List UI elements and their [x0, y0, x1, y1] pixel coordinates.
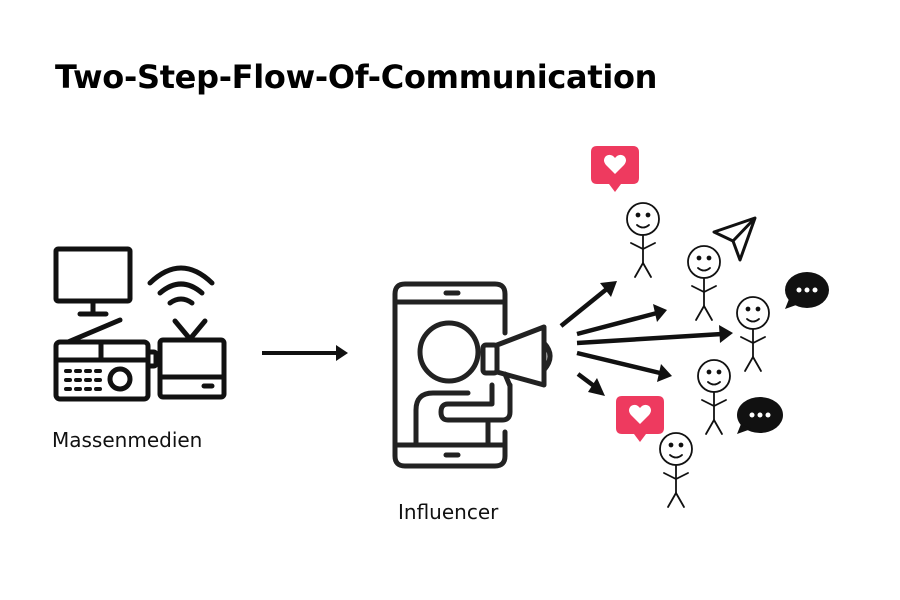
audience-person-5 [659, 432, 693, 508]
tv-icon [157, 318, 227, 400]
audience-person-3 [736, 296, 770, 372]
mass-media-icons [53, 246, 227, 402]
flow-arrow-mass-to-influencer [262, 345, 348, 361]
flow-arrow-2 [576, 304, 667, 337]
audience-person-4 [697, 359, 731, 435]
flow-arrow-5 [576, 372, 605, 396]
flow-arrow-3 [576, 325, 733, 346]
wifi-icon [147, 265, 215, 306]
megaphone-icon [480, 324, 553, 389]
chat-bubble-icon [785, 272, 829, 309]
influencer-icons [392, 281, 553, 469]
audience-person-2 [687, 245, 721, 321]
flow-arrows-influencer-to-audience [559, 281, 733, 396]
radio-icon [53, 317, 159, 402]
diagram-title: Two-Step-Flow-Of-Communication [55, 58, 658, 96]
heart-bubble-icon [591, 146, 639, 192]
mass-media-label: Massenmedien [52, 428, 203, 452]
flow-arrow-1 [559, 281, 617, 328]
monitor-icon [53, 246, 133, 317]
person-icon [413, 320, 513, 448]
chat-bubble-icon [737, 397, 783, 434]
audience-person-1 [626, 202, 660, 278]
flow-arrow-4 [576, 350, 672, 382]
heart-bubble-icon [616, 396, 664, 442]
influencer-label: Influencer [398, 500, 499, 524]
paper-plane-icon [712, 216, 757, 262]
